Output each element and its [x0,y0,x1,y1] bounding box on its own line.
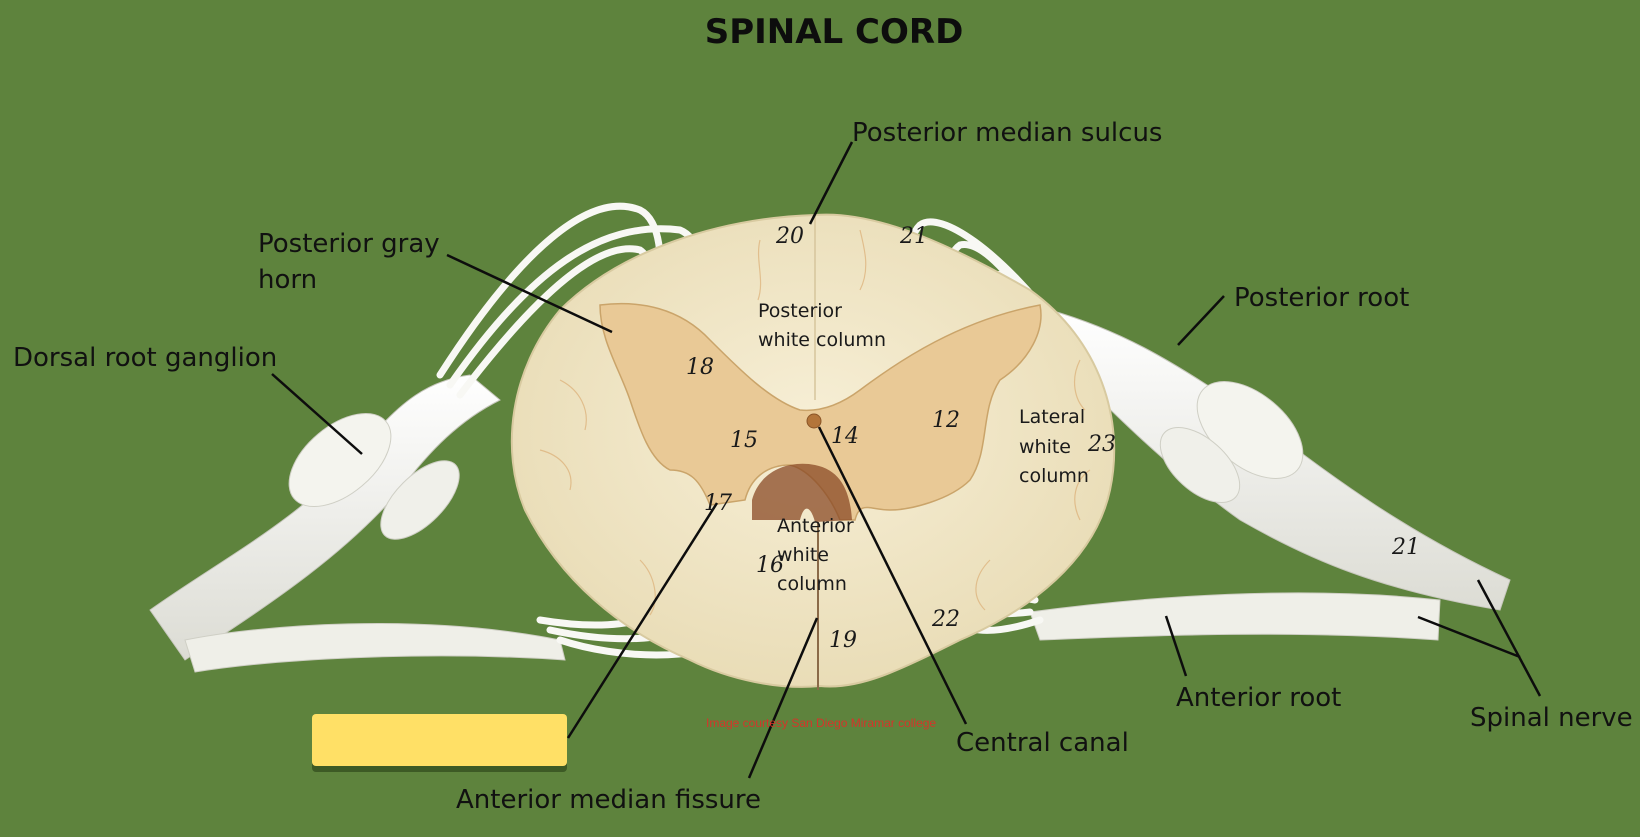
inner-label-lateral-white-1: Lateral [1019,406,1086,428]
gray-matter [599,302,1042,521]
model-number-21-nerve: 21 [1392,535,1420,560]
model-number-21-top: 21 [900,224,928,249]
inner-label-anterior-white-3: column [777,573,847,595]
leader-lines [271,141,1542,779]
label-posterior-gray-horn-line1: Posterior gray [258,229,440,259]
label-anterior-median-fissure: Anterior median fissure [456,785,762,815]
inner-label-posterior-white-1: Posterior [758,300,842,322]
diagram-title: SPINAL CORD [704,12,964,52]
image-credit: Image courtesy San Diego Miramar college [706,716,937,730]
model-number-17: 17 [704,491,732,516]
model-number-15: 15 [730,428,758,453]
surface-vessels [539,229,1091,616]
label-posterior-root: Posterior root [1234,283,1410,313]
inner-label-anterior-white-1: Anterior [777,515,854,537]
model-number-18: 18 [686,355,714,380]
model-number-12: 12 [932,408,960,433]
model-number-14: 14 [831,424,859,449]
left-spinal-nerve [149,374,566,673]
model-number-19: 19 [829,628,857,653]
label-posterior-gray-horn-line2: horn [258,265,318,295]
model-number-20: 20 [776,224,804,249]
label-posterior-median-sulcus: Posterior median sulcus [852,118,1163,148]
label-spinal-nerve: Spinal nerve [1470,703,1633,733]
label-anterior-root: Anterior root [1176,683,1342,713]
model-number-22: 22 [932,607,960,632]
model-number-23: 23 [1088,432,1116,457]
right-spinal-nerve [1029,309,1511,641]
inner-label-lateral-white-2: white [1019,436,1071,458]
inner-label-anterior-white-2: white [777,544,829,566]
label-answer-box [312,714,567,766]
label-central-canal: Central canal [956,728,1129,758]
inner-label-lateral-white-3: column [1019,465,1089,487]
label-dorsal-root-ganglion: Dorsal root ganglion [13,343,278,373]
anterior-fissure-opening [752,463,852,522]
central-canal [806,413,822,429]
model-number-16: 16 [756,553,784,578]
inner-label-posterior-white-2: white column [758,329,886,351]
